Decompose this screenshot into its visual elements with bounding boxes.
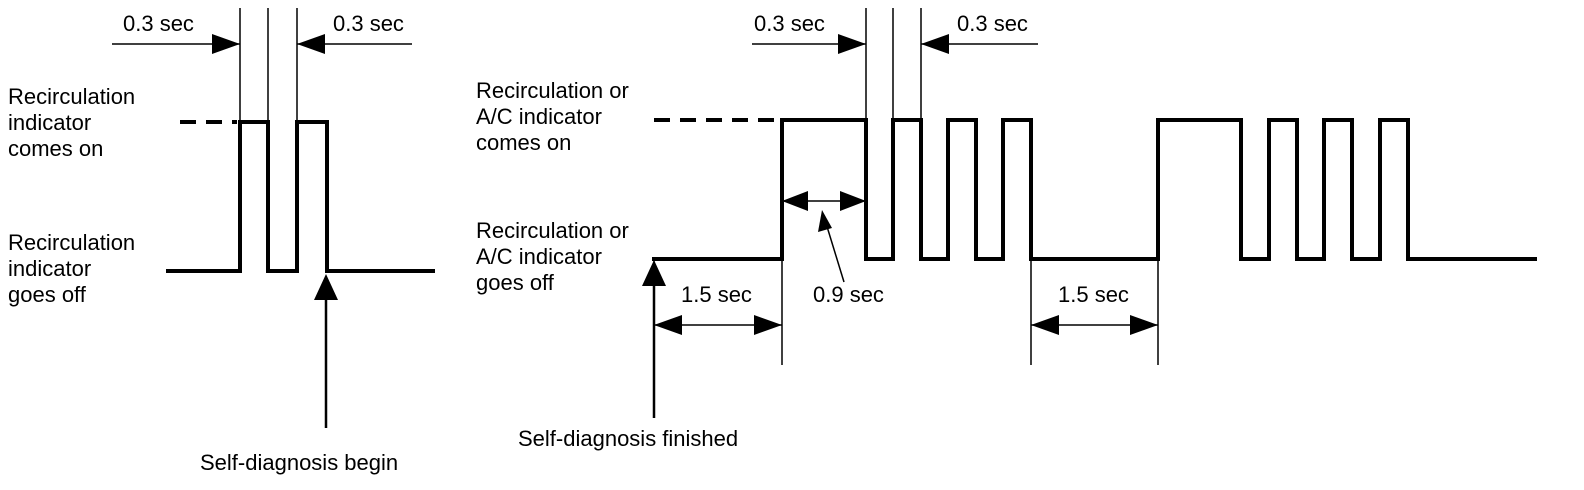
pause2-label: 1.5 sec (1058, 282, 1129, 307)
long-pulse-label: 0.9 sec (813, 282, 884, 307)
self-diagnosis-begin-label: Self-diagnosis begin (200, 450, 398, 475)
right-off-label-line1: Recirculation or (476, 218, 629, 243)
left-dim-label-right: 0.3 sec (333, 11, 404, 36)
right-on-label-line3: comes on (476, 130, 571, 155)
right-off-label-line3: goes off (476, 270, 555, 295)
left-dim-arrowhead-right (297, 34, 325, 54)
right-timing-diagram: Recirculation or A/C indicator comes on … (476, 8, 1537, 451)
pause1-arrowhead-left (654, 315, 682, 335)
left-off-label-line1: Recirculation (8, 230, 135, 255)
long-pulse-leader (824, 219, 845, 283)
left-on-label-line3: comes on (8, 136, 103, 161)
left-timing-diagram: Recirculation indicator comes on Recircu… (8, 8, 435, 475)
left-dim-label-left: 0.3 sec (123, 11, 194, 36)
right-dim-label-left: 0.3 sec (754, 11, 825, 36)
pause2-arrowhead-left (1031, 315, 1059, 335)
right-dim-arrowhead-left (838, 34, 866, 54)
long-pulse-leader-arrowhead (818, 210, 832, 232)
left-on-label-line2: indicator (8, 110, 91, 135)
left-on-label-line1: Recirculation (8, 84, 135, 109)
right-dim-label-right: 0.3 sec (957, 11, 1028, 36)
right-on-label-line1: Recirculation or (476, 78, 629, 103)
left-dim-arrowhead-left (212, 34, 240, 54)
long-pulse-arrowhead-right (840, 191, 866, 211)
pause2-arrowhead-right (1130, 315, 1158, 335)
self-diagnosis-finished-label: Self-diagnosis finished (518, 426, 738, 451)
long-pulse-arrowhead-left (782, 191, 808, 211)
finished-arrowhead (642, 260, 666, 286)
right-on-label-line2: A/C indicator (476, 104, 602, 129)
begin-arrowhead (314, 274, 338, 300)
pause1-label: 1.5 sec (681, 282, 752, 307)
pause1-arrowhead-right (754, 315, 782, 335)
right-dim-arrowhead-right (921, 34, 949, 54)
right-pulse-waveform (652, 118, 1537, 261)
right-off-label-line2: A/C indicator (476, 244, 602, 269)
left-off-label-line3: goes off (8, 282, 87, 307)
left-pulse-waveform (166, 120, 435, 273)
left-off-label-line2: indicator (8, 256, 91, 281)
